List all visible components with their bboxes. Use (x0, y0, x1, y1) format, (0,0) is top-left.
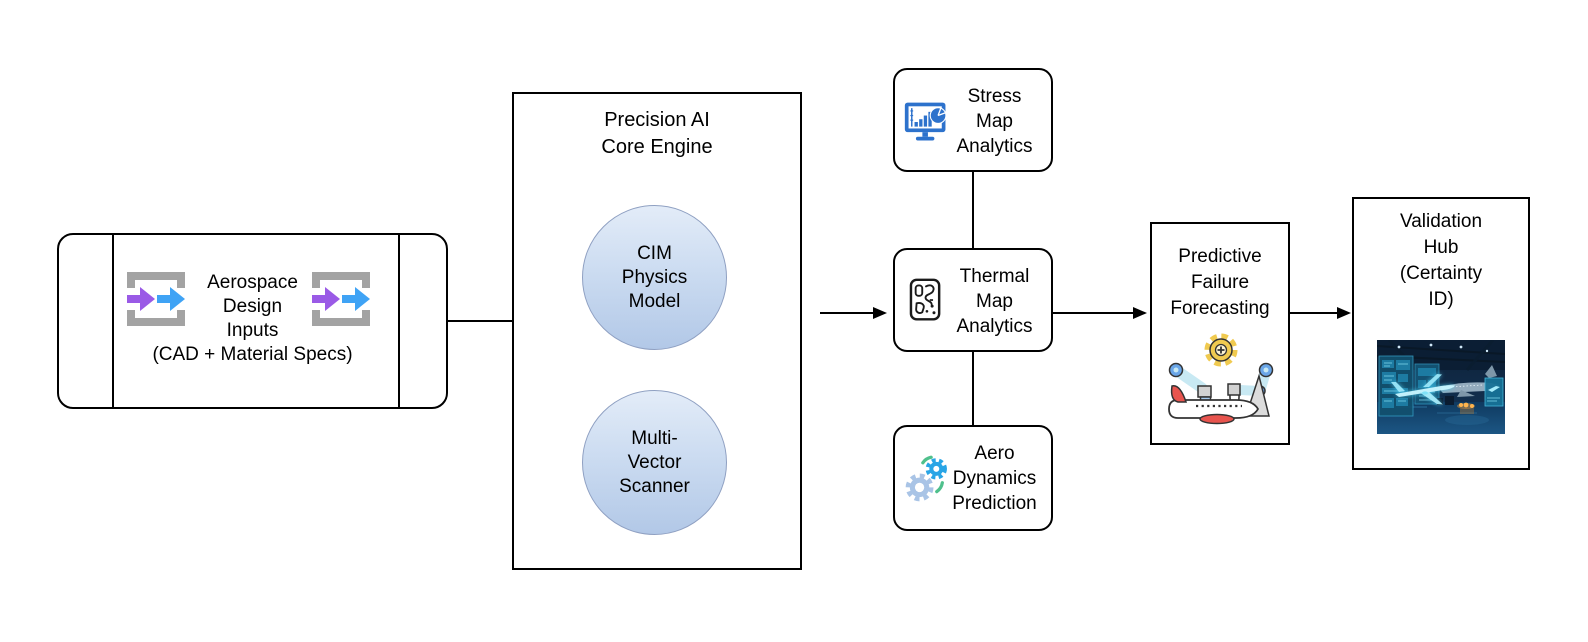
node-validation-hub: Validation Hub (Certainty ID) (1352, 197, 1530, 470)
forecast-node-label: Predictive Failure Forecasting (1170, 246, 1270, 319)
aero-node-label: Aero Dynamics Prediction (952, 443, 1037, 514)
node-aerospace-design-inputs: Aerospace Design Inputs (CAD + Material … (57, 233, 448, 409)
input-node-right-divider (398, 235, 400, 407)
transfer-arrows-icon (127, 272, 185, 326)
transfer-arrows-icon (312, 272, 370, 326)
input-node-left-divider (112, 235, 114, 407)
input-node-label: Aerospace Design Inputs (CAD + Material … (152, 272, 353, 365)
hangar-hologram-airplane-photo (1377, 340, 1505, 434)
sync-gears-icon (905, 455, 947, 502)
validation-node-label: Validation Hub (Certainty ID) (1399, 211, 1483, 310)
node-predictive-failure-forecasting: Predictive Failure Forecasting (1150, 222, 1290, 445)
node-aero-dynamics-prediction: Aero Dynamics Prediction (893, 425, 1053, 531)
circle-label: Multi- Vector Scanner (619, 427, 690, 497)
thermal-map-icon (909, 278, 941, 321)
robotic-arms-airplane-icon (1168, 333, 1274, 425)
stress-node-label: Stress Map Analytics (956, 86, 1033, 157)
node-thermal-map-analytics: Thermal Map Analytics (893, 248, 1053, 352)
thermal-node-label: Thermal Map Analytics (956, 266, 1033, 337)
circle-cim-physics-model: CIM Physics Model (582, 205, 727, 350)
circle-multi-vector-scanner: Multi- Vector Scanner (582, 390, 727, 535)
node-precision-ai-core-engine: Precision AI Core Engine CIM Physics Mod… (512, 92, 802, 570)
circle-label: CIM Physics Model (621, 242, 688, 312)
monitor-charts-icon (904, 102, 947, 141)
node-stress-map-analytics: Stress Map Analytics (893, 68, 1053, 172)
engine-title: Precision AI Core Engine (601, 109, 713, 158)
